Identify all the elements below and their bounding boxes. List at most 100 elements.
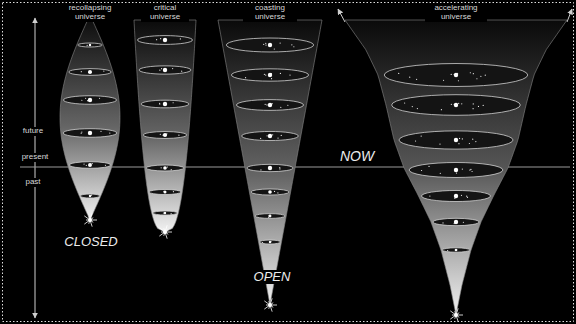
galaxy-dot bbox=[429, 195, 430, 196]
galaxy-dot bbox=[163, 68, 167, 72]
time-label: present bbox=[21, 153, 50, 162]
galaxy-dot bbox=[81, 133, 82, 134]
galaxy-dot bbox=[164, 212, 166, 214]
galaxy-dot bbox=[279, 167, 280, 168]
galaxy-dot bbox=[441, 109, 442, 110]
galaxy-disc bbox=[137, 36, 192, 45]
galaxy-dot bbox=[470, 72, 471, 73]
burst-core bbox=[163, 230, 167, 234]
galaxy-dot bbox=[454, 194, 458, 198]
big-bang-burst bbox=[450, 308, 463, 321]
galaxy-dot bbox=[404, 102, 405, 103]
galaxy-dot bbox=[451, 104, 452, 105]
galaxy-dot bbox=[159, 103, 160, 104]
galaxy-disc bbox=[143, 132, 186, 139]
galaxy-dot bbox=[454, 73, 458, 77]
galaxy-dot bbox=[105, 165, 106, 166]
galaxy-dot bbox=[462, 168, 463, 169]
universe-shape bbox=[134, 20, 196, 232]
galaxy-dot bbox=[478, 106, 479, 107]
galaxy-dot bbox=[245, 77, 246, 78]
galaxy-dot bbox=[159, 103, 160, 104]
galaxy-dot bbox=[416, 79, 417, 80]
burst-core bbox=[454, 313, 458, 317]
galaxy-dot bbox=[467, 197, 468, 198]
galaxy-dot bbox=[412, 106, 413, 107]
galaxy-disc bbox=[146, 165, 184, 171]
galaxy-disc bbox=[80, 194, 100, 198]
model-label: coasting universe bbox=[243, 4, 297, 22]
galaxy-dot bbox=[421, 170, 422, 171]
galaxy-disc bbox=[141, 100, 189, 108]
galaxy-dot bbox=[293, 46, 294, 47]
big-bang-burst bbox=[264, 298, 277, 311]
galaxy-dot bbox=[271, 78, 272, 79]
galaxy-dot bbox=[265, 104, 266, 105]
galaxy-dot bbox=[268, 43, 272, 47]
galaxy-disc bbox=[421, 190, 490, 201]
galaxy-disc bbox=[153, 211, 178, 215]
model-label: accelerating universe bbox=[425, 4, 487, 22]
open-label: OPEN bbox=[253, 270, 292, 284]
galaxy-dot bbox=[291, 44, 292, 45]
galaxy-dot bbox=[277, 138, 278, 139]
galaxy-dot bbox=[89, 195, 91, 197]
expansion-arrow bbox=[567, 9, 572, 22]
galaxy-dot bbox=[99, 98, 100, 99]
galaxy-dot bbox=[458, 103, 459, 104]
galaxy-dot bbox=[91, 195, 92, 196]
galaxy-dot bbox=[280, 73, 281, 74]
galaxy-dot bbox=[160, 38, 161, 39]
galaxy-dot bbox=[161, 167, 162, 168]
galaxy-dot bbox=[88, 70, 92, 74]
expansion-arrow bbox=[338, 9, 345, 22]
galaxy-dot bbox=[180, 38, 181, 39]
galaxy-dot bbox=[81, 71, 82, 72]
galaxy-dot bbox=[178, 135, 179, 136]
galaxy-disc bbox=[236, 100, 303, 111]
galaxy-disc bbox=[255, 214, 285, 219]
galaxy-dot bbox=[109, 132, 110, 133]
galaxy-dot bbox=[268, 73, 272, 77]
galaxy-dot bbox=[269, 241, 271, 243]
galaxy-dot bbox=[171, 169, 172, 170]
galaxy-dot bbox=[458, 80, 459, 81]
galaxy-dot bbox=[439, 144, 440, 145]
galaxy-dot bbox=[274, 48, 275, 49]
galaxy-dot bbox=[398, 73, 399, 74]
galaxy-disc bbox=[69, 162, 110, 169]
galaxy-dot bbox=[485, 75, 486, 76]
galaxy-dot bbox=[417, 108, 418, 109]
galaxy-disc bbox=[231, 69, 308, 81]
galaxy-dot bbox=[159, 70, 160, 71]
galaxy-disc bbox=[409, 162, 503, 177]
burst-core bbox=[268, 303, 272, 307]
burst-core bbox=[88, 218, 92, 222]
galaxy-dot bbox=[268, 190, 272, 194]
galaxy-dot bbox=[480, 76, 481, 77]
model-label: recollapsing universe bbox=[61, 4, 119, 22]
universe-shape bbox=[345, 20, 567, 315]
galaxy-dot bbox=[263, 44, 264, 45]
galaxy-dot bbox=[447, 250, 448, 251]
galaxy-disc bbox=[399, 131, 513, 149]
now-label: NOW bbox=[339, 149, 375, 164]
galaxy-dot bbox=[470, 169, 471, 170]
galaxy-dot bbox=[280, 107, 281, 108]
galaxy-dot bbox=[289, 74, 290, 75]
galaxy-dot bbox=[265, 45, 266, 46]
time-label: future bbox=[22, 127, 44, 136]
galaxy-dot bbox=[163, 38, 167, 42]
galaxy-dot bbox=[167, 166, 168, 167]
galaxy-dot bbox=[160, 134, 161, 135]
time-label: past bbox=[24, 178, 41, 187]
galaxy-dot bbox=[268, 134, 272, 138]
galaxy-dot bbox=[473, 73, 474, 74]
galaxy-dot bbox=[161, 68, 162, 69]
galaxy-dot bbox=[171, 213, 172, 214]
model-label: critical universe bbox=[141, 4, 189, 22]
galaxy-dot bbox=[461, 103, 462, 104]
galaxy-dot bbox=[266, 135, 267, 136]
galaxy-dot bbox=[475, 141, 476, 142]
